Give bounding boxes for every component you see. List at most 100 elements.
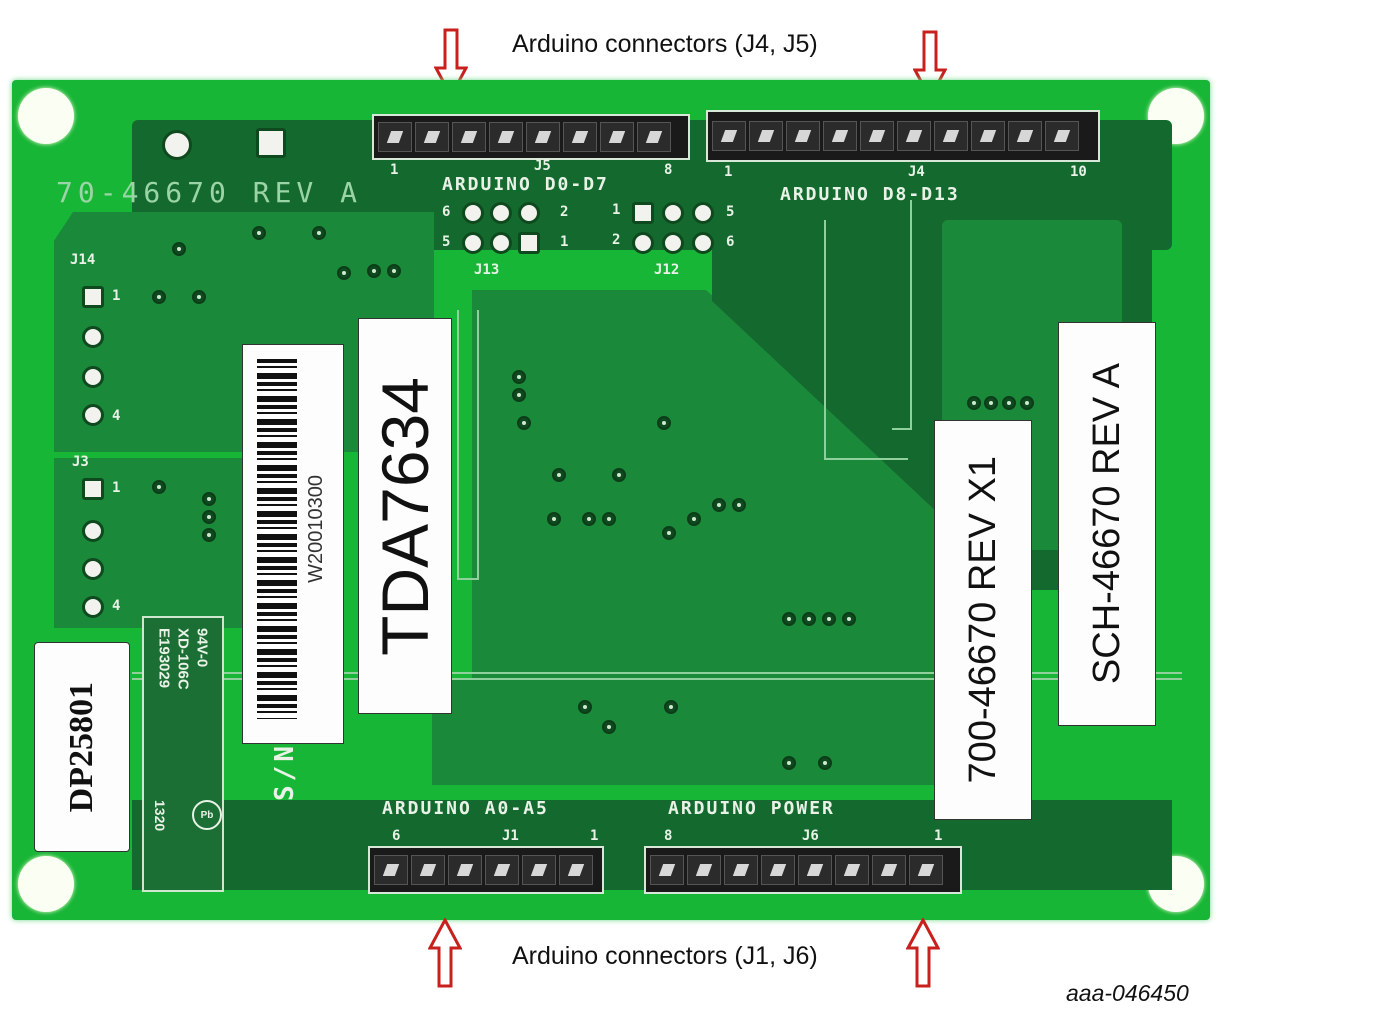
pb-free-icon: Pb xyxy=(192,800,222,830)
pcb-board: 70-46670 REV A 1 J5 8 ARDUINO D0-D7 1 J4… xyxy=(12,80,1210,920)
j14-pad xyxy=(82,366,104,388)
j5-ref: J5 xyxy=(534,158,551,174)
trace xyxy=(824,220,908,460)
j12-pin: 2 xyxy=(612,232,621,248)
trace xyxy=(457,310,479,580)
j12-pin: 5 xyxy=(726,204,735,220)
j4-title: ARDUINO D8-D13 xyxy=(780,184,960,205)
j13-pad xyxy=(490,202,512,224)
via xyxy=(984,396,998,410)
via xyxy=(152,480,166,494)
header-j4[interactable] xyxy=(706,110,1100,162)
j12-pad xyxy=(632,202,654,224)
header-j6[interactable] xyxy=(644,846,962,894)
j1-pin-first: 1 xyxy=(590,828,599,844)
via xyxy=(202,510,216,524)
j5-pin-first: 1 xyxy=(390,162,399,178)
j12-pad xyxy=(632,232,654,254)
j3-ref: J3 xyxy=(72,454,89,470)
j13-pad xyxy=(462,232,484,254)
via xyxy=(517,416,531,430)
via xyxy=(192,290,206,304)
sticker-schematic: SCH-46670 REV A xyxy=(1058,322,1156,726)
arrow-up-icon xyxy=(428,918,462,988)
via xyxy=(252,226,266,240)
j13-ref: J13 xyxy=(474,262,500,278)
j4-pin-last: 10 xyxy=(1070,164,1087,180)
via xyxy=(967,396,981,410)
j6-ref: J6 xyxy=(802,828,819,844)
via xyxy=(664,700,678,714)
via xyxy=(732,498,746,512)
j3-pin-last: 4 xyxy=(112,598,121,614)
j12-pin: 6 xyxy=(726,234,735,250)
j13-pin: 5 xyxy=(442,234,451,250)
j12-ref: J12 xyxy=(654,262,680,278)
j12-pad xyxy=(692,202,714,224)
ul-marking-box: 94V-0 XD-106C E193029 xyxy=(142,616,224,892)
sticker-tda: TDA7634 xyxy=(358,318,452,714)
ul-file: XD-106C xyxy=(174,628,192,690)
sticker-dp: DP25801 xyxy=(34,642,130,852)
via xyxy=(842,612,856,626)
j6-pin-last: 8 xyxy=(664,828,673,844)
via xyxy=(312,226,326,240)
via xyxy=(552,468,566,482)
mounting-hole xyxy=(18,856,74,912)
j1-ref: J1 xyxy=(502,828,519,844)
via xyxy=(387,264,401,278)
trace xyxy=(132,672,1182,680)
via xyxy=(712,498,726,512)
j12-pad xyxy=(662,202,684,224)
via xyxy=(818,756,832,770)
header-j1[interactable] xyxy=(368,846,604,894)
via xyxy=(337,266,351,280)
copper-region-bottom xyxy=(432,680,952,785)
via xyxy=(802,612,816,626)
j13-pad xyxy=(490,232,512,254)
via xyxy=(822,612,836,626)
j6-pin-first: 1 xyxy=(934,828,943,844)
via xyxy=(602,720,616,734)
j13-pin: 1 xyxy=(560,234,569,250)
via xyxy=(1020,396,1034,410)
callout-bottom: Arduino connectors (J1, J6) xyxy=(512,942,818,970)
test-point-pad xyxy=(162,130,192,160)
j12-pin: 1 xyxy=(612,202,621,218)
ul-rating: 94V-0 xyxy=(193,628,211,668)
j12-pad xyxy=(692,232,714,254)
j14-pin-last: 4 xyxy=(112,408,121,424)
via xyxy=(687,512,701,526)
via xyxy=(202,492,216,506)
barcode xyxy=(257,359,297,719)
j14-pad xyxy=(82,286,104,308)
via xyxy=(367,264,381,278)
j12-pad xyxy=(662,232,684,254)
via xyxy=(657,416,671,430)
j3-pad xyxy=(82,520,104,542)
trace xyxy=(892,200,912,430)
via xyxy=(1002,396,1016,410)
sn-label: S/N xyxy=(270,742,300,801)
led-pad xyxy=(256,128,286,158)
barcode-serial: W20010300 xyxy=(305,475,327,583)
j3-pad xyxy=(82,478,104,500)
via xyxy=(582,512,596,526)
via xyxy=(612,468,626,482)
j14-pin-first: 1 xyxy=(112,288,121,304)
j14-pad xyxy=(82,404,104,426)
via xyxy=(512,388,526,402)
j14-pad xyxy=(82,326,104,348)
via xyxy=(172,242,186,256)
sticker-assembly: 700-46670 REV X1 xyxy=(934,420,1032,820)
via xyxy=(782,756,796,770)
silkscreen-part-number: 70-46670 REV A xyxy=(56,176,363,209)
j13-pad xyxy=(518,232,540,254)
header-j5[interactable] xyxy=(372,114,690,160)
j5-pin-last: 8 xyxy=(664,162,673,178)
ul-number: E193029 xyxy=(155,628,173,689)
via xyxy=(782,612,796,626)
via xyxy=(578,700,592,714)
via xyxy=(602,512,616,526)
j13-pin: 6 xyxy=(442,204,451,220)
